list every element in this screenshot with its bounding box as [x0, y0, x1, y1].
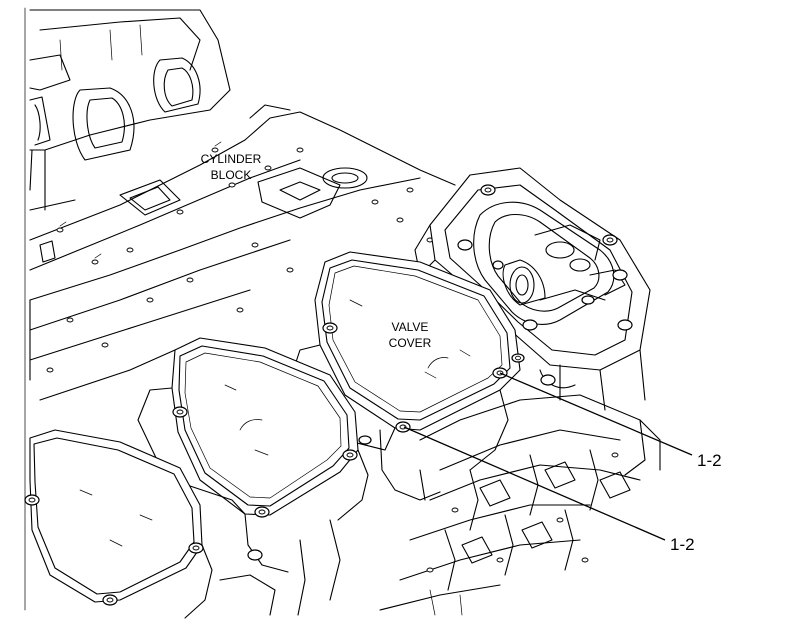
label-valve-cover-line1: VALVE: [392, 320, 429, 334]
valve-cover-middle: [137, 337, 372, 573]
callout-number-upper: 1-2: [697, 451, 722, 470]
valve-cover-rear: [24, 429, 213, 619]
rocker-arm-assembly: [414, 167, 651, 411]
leader-line-upper: [499, 372, 693, 456]
label-cylinder-block-line1: CYLINDER: [201, 152, 262, 166]
valve-cover-front: [289, 251, 525, 501]
leader-line-lower: [403, 426, 666, 541]
callout-number-lower: 1-2: [670, 535, 695, 554]
block-lower-casting: [219, 394, 661, 616]
cylinder-block: [29, 104, 456, 401]
label-cylinder-block-line2: BLOCK: [211, 168, 252, 182]
intake-manifold: [29, 9, 231, 211]
label-valve-cover-line2: COVER: [389, 336, 432, 350]
